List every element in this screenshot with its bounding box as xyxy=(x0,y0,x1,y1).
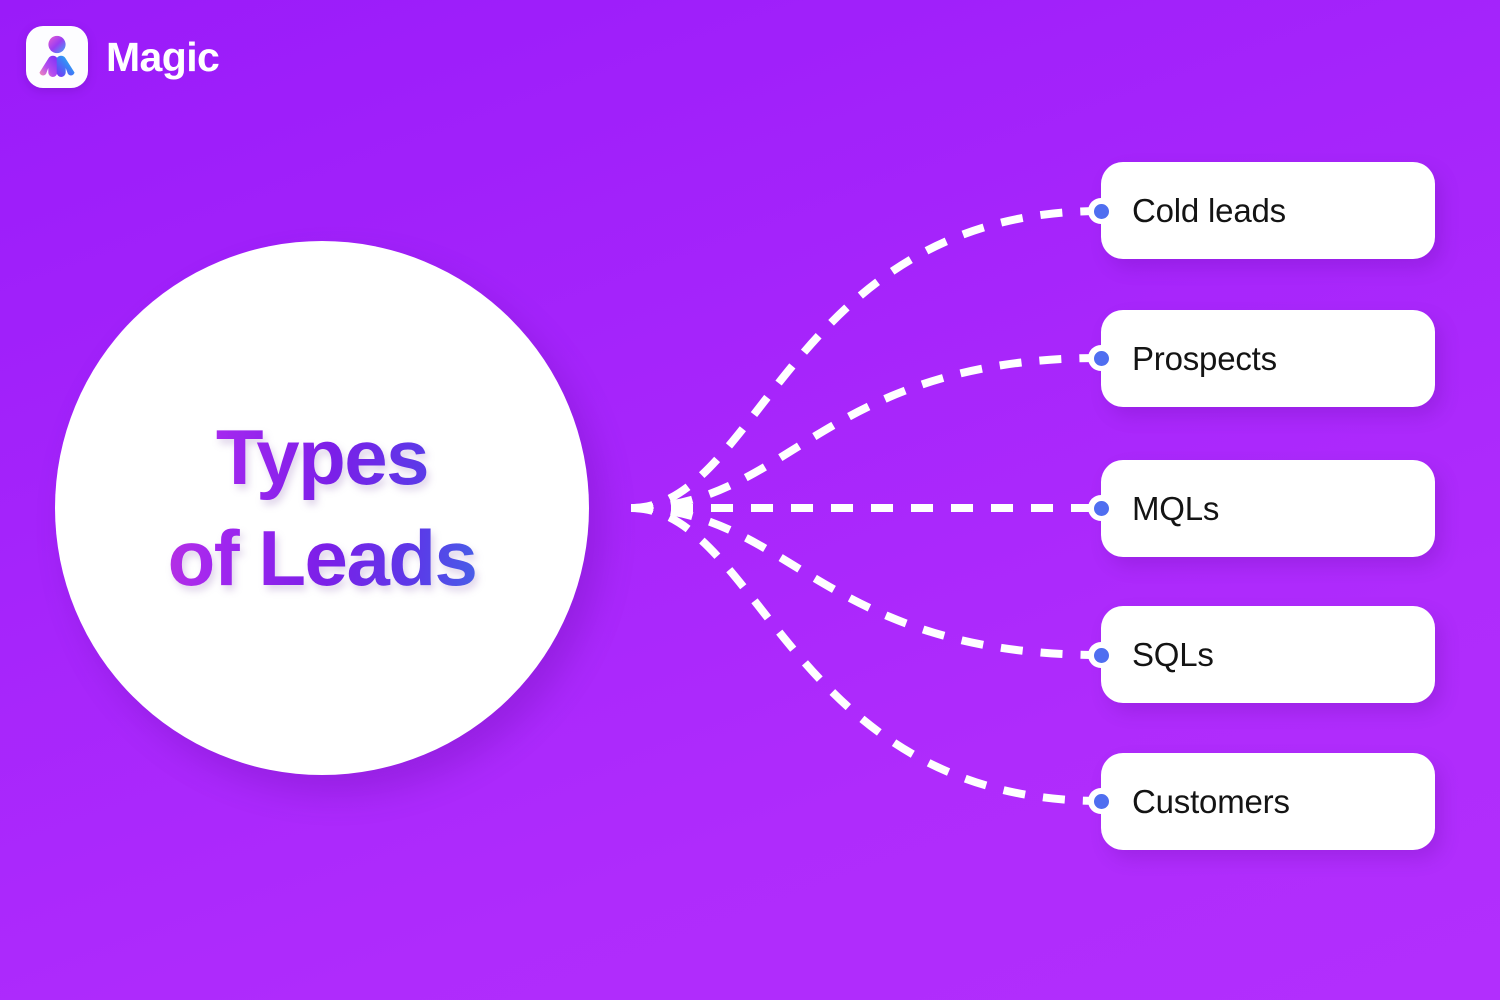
hub-circle: Types of Leads xyxy=(55,241,589,775)
node-card-label: Prospects xyxy=(1132,340,1277,377)
connector-line-3 xyxy=(630,504,1102,659)
node-card-mqls[interactable]: MQLs xyxy=(1101,460,1435,557)
connector-line-1 xyxy=(630,354,1102,512)
page-title: Types of Leads xyxy=(140,407,505,610)
node-card-label: MQLs xyxy=(1132,490,1220,527)
node-dot-prospects xyxy=(1088,345,1114,371)
connector-line-0 xyxy=(630,207,1102,512)
node-dot-mqls xyxy=(1088,495,1114,521)
node-card-label: SQLs xyxy=(1132,636,1214,673)
page-title-line-2: of Leads xyxy=(167,514,477,602)
node-card-prospects[interactable]: Prospects xyxy=(1101,310,1435,407)
node-card-label: Cold leads xyxy=(1132,192,1286,229)
node-dot-cold-leads xyxy=(1088,198,1114,224)
brand-logo: Magic xyxy=(26,26,220,88)
node-card-customers[interactable]: Customers xyxy=(1101,753,1435,850)
node-dot-sqls xyxy=(1088,642,1114,668)
page-title-line-1: Types xyxy=(215,412,429,501)
node-card-label: Customers xyxy=(1132,783,1290,820)
node-card-cold-leads[interactable]: Cold leads xyxy=(1101,162,1435,259)
magic-person-mark-icon xyxy=(26,26,88,88)
node-dot-customers xyxy=(1088,788,1114,814)
connector-line-4 xyxy=(630,504,1102,805)
brand-name: Magic xyxy=(106,33,220,80)
node-card-sqls[interactable]: SQLs xyxy=(1101,606,1435,703)
